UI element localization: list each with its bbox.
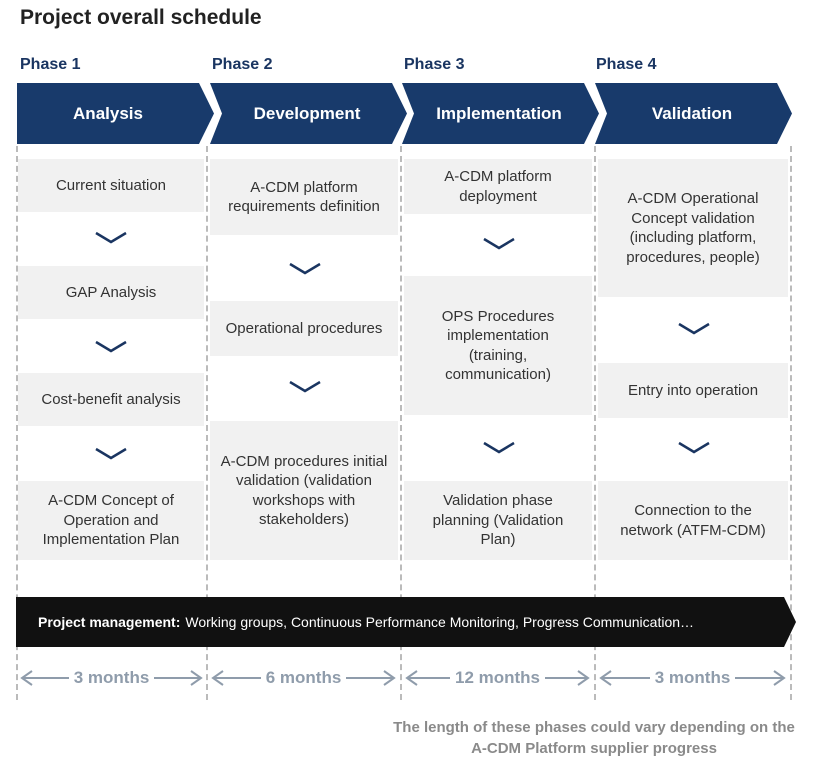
- page-title: Project overall schedule: [20, 6, 262, 29]
- duration-phase-3: 12 months: [405, 664, 590, 692]
- project-management-text: Project management: Working groups, Cont…: [38, 597, 694, 647]
- step-initial-validation: A-CDM procedures initial validation (val…: [210, 421, 398, 560]
- chevron-down-icon: [95, 340, 127, 353]
- column-divider: [594, 146, 596, 700]
- phase-3-label: Phase 3: [404, 56, 465, 73]
- step-current-situation: Current situation: [18, 159, 204, 212]
- column-divider: [206, 146, 208, 700]
- chevron-down-icon: [289, 380, 321, 393]
- step-platform-deployment: A-CDM platform deployment: [404, 159, 592, 214]
- duration-phase-1-label: 3 months: [68, 668, 155, 688]
- step-platform-requirements: A-CDM platform requirements definition: [210, 159, 398, 235]
- phase-3-chevron: Implementation: [402, 83, 599, 144]
- phase-2-label: Phase 2: [212, 56, 273, 73]
- step-operational-procedures: Operational procedures: [210, 301, 398, 356]
- chevron-down-icon: [483, 441, 515, 454]
- duration-phase-3-label: 12 months: [449, 668, 546, 688]
- chevron-down-icon: [95, 231, 127, 244]
- phase-3-name: Implementation: [436, 103, 562, 123]
- chevron-down-icon: [483, 237, 515, 250]
- phase-2-name: Development: [253, 103, 361, 123]
- chevron-down-icon: [678, 322, 710, 335]
- phase-1-label: Phase 1: [20, 56, 81, 73]
- phase-1-name: Analysis: [73, 103, 143, 123]
- column-divider: [790, 146, 792, 700]
- column-divider: [400, 146, 402, 700]
- project-management-label: Project management:: [38, 614, 181, 630]
- step-network-connection: Connection to the network (ATFM-CDM): [598, 481, 788, 560]
- project-management-bar: Project management: Working groups, Cont…: [16, 597, 796, 647]
- phase-length-note: The length of these phases could vary de…: [393, 719, 795, 757]
- step-cost-benefit: Cost-benefit analysis: [18, 373, 204, 426]
- step-concept-of-operation: A-CDM Concept of Operation and Implement…: [18, 481, 204, 560]
- step-ops-procedures: OPS Procedures implementation (training,…: [404, 276, 592, 415]
- chevron-down-icon: [95, 447, 127, 460]
- phase-4-name: Validation: [651, 103, 733, 123]
- phase-4-label: Phase 4: [596, 56, 657, 73]
- step-validation-planning: Validation phase planning (Validation Pl…: [404, 481, 592, 560]
- step-entry-into-operation: Entry into operation: [598, 363, 788, 418]
- duration-phase-4-label: 3 months: [649, 668, 736, 688]
- step-concept-validation: A-CDM Operational Concept validation (in…: [598, 159, 788, 297]
- duration-phase-4: 3 months: [599, 664, 786, 692]
- chevron-down-icon: [289, 262, 321, 275]
- duration-phase-1: 3 months: [20, 664, 203, 692]
- step-gap-analysis: GAP Analysis: [18, 266, 204, 319]
- project-management-description: Working groups, Continuous Performance M…: [185, 614, 695, 630]
- phase-1-chevron: Analysis: [17, 83, 214, 144]
- duration-phase-2: 6 months: [211, 664, 396, 692]
- phase-2-chevron: Development: [210, 83, 407, 144]
- phase-4-chevron: Validation: [595, 83, 792, 144]
- column-divider: [16, 146, 18, 700]
- chevron-down-icon: [678, 441, 710, 454]
- duration-phase-2-label: 6 months: [260, 668, 347, 688]
